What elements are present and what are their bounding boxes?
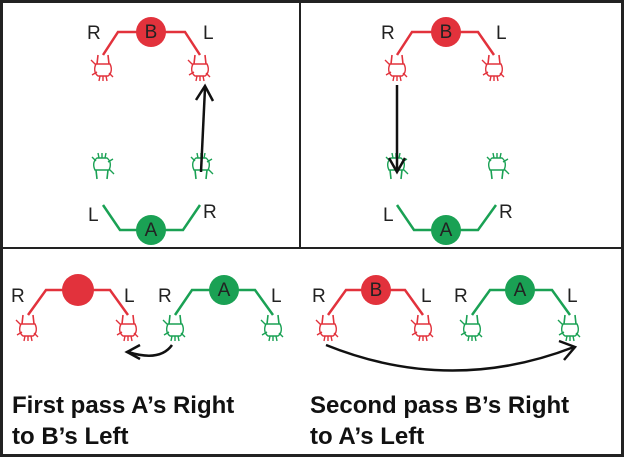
hand-label-left: L [421,286,432,307]
person-a-letter: A [217,280,231,301]
top-right-person-b [384,17,505,82]
hand-icon [91,152,115,180]
caption-second-pass: Second pass B’s Right to A’s Left [310,390,569,452]
hand-label-right: R [312,286,326,307]
arrow-curved-short [124,343,174,361]
person-b-letter: B [369,280,383,301]
hand-label-left: L [271,286,282,307]
hand-label-left: L [203,23,214,44]
bottom-left-person-a [162,275,284,342]
top-left-person-b [90,17,211,82]
hand-icon [315,314,339,342]
hand-label-left: L [88,205,99,226]
caption-line-2: to A’s Left [310,423,425,450]
top-right-person-a [385,152,510,245]
arrow-down [387,85,407,175]
hand-label-right: R [11,286,25,307]
hand-label-left: L [383,205,394,226]
bottom-left-person-b [15,274,139,342]
hand-label-right: R [454,286,468,307]
hand-label-left: L [567,286,578,307]
hand-icon [557,314,581,342]
person-b-head [62,274,94,306]
hand-icon [187,54,211,82]
person-a-head [505,275,535,305]
hand-icon [15,314,39,342]
hand-label-left: L [496,23,507,44]
caption-first-pass: First pass A’s Right to B’s Left [12,390,234,452]
hand-label-right: R [381,23,395,44]
person-b-head [136,17,166,47]
person-a-head [209,275,239,305]
hand-icon [260,314,284,342]
hand-label-right: R [158,286,172,307]
hand-icon [384,54,408,82]
bottom-right-person-b [315,275,434,342]
person-a-letter: A [439,220,453,241]
person-a-letter: A [144,220,158,241]
hand-label-right: R [203,202,217,223]
person-b-letter: B [144,22,158,43]
hand-icon [481,54,505,82]
hand-icon [410,314,434,342]
hand-label-right: R [87,23,101,44]
person-a-letter: A [513,280,527,301]
person-a-head [431,215,461,245]
person-a-head [136,215,166,245]
top-left-person-a [91,152,214,245]
hand-label-right: R [499,202,513,223]
hand-icon [90,54,114,82]
hand-icon [115,314,139,342]
person-b-head [361,275,391,305]
caption-line-2: to B’s Left [12,423,129,450]
person-b-letter: B [439,22,453,43]
caption-line-1: First pass A’s Right [12,392,235,419]
arrow-curved-long [325,339,578,372]
hand-label-left: L [124,286,135,307]
caption-line-1: Second pass B’s Right [310,392,570,419]
person-b-head [431,17,461,47]
bottom-right-person-a [459,275,581,342]
hand-icon [459,314,483,342]
arrow-up [194,83,215,173]
hand-icon [486,152,510,180]
hand-icon [162,314,186,342]
